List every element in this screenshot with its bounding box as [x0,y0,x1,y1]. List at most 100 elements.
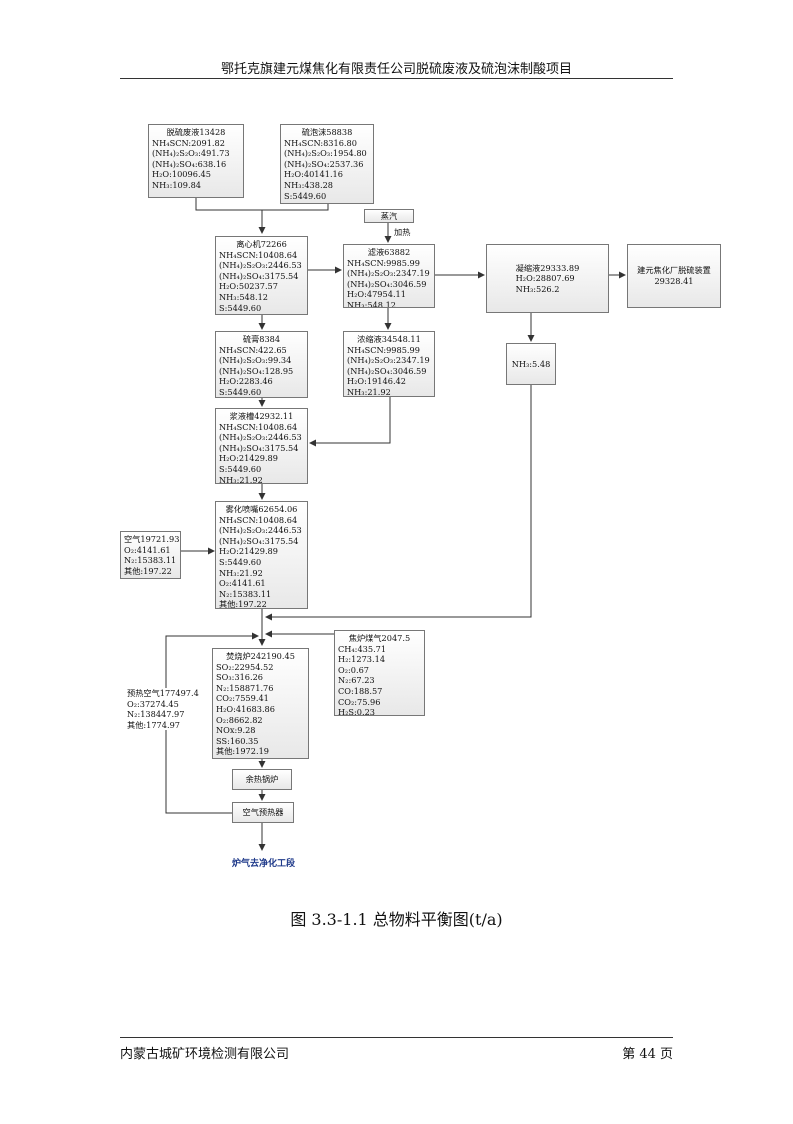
box-row: S:5449.60 [219,463,262,474]
box-row: H₂O:2283.46 [219,376,273,387]
footer-page-number: 第 44 页 [622,1047,673,1062]
box-title: 建元焦化厂脱硫装置 [637,265,711,276]
box-row: NH₄SCN:2091.82 [152,137,225,148]
box-row: NH₄SCN:10408.64 [219,249,298,260]
box-row: NH₄SCN:9985.99 [347,257,420,268]
preheated-air-label: 预热空气177497.4 O₂:37274.45 N₂:138447.97 其他… [127,688,199,731]
footer-rule [120,1037,673,1038]
box-row: 其他:197.22 [219,599,267,609]
box-row: O₂:0.67 [338,664,369,675]
box-row: (NH₄)₂S₂O₃:491.73 [152,148,230,159]
box-row: (NH₄)₂SO₄:638.16 [152,158,227,169]
waste-liquid-box: 脱硫废液13428 NH₄SCN:2091.82 (NH₄)₂S₂O₃:491.… [148,124,244,198]
box-row: (NH₄)₂S₂O₃:1954.80 [284,148,367,159]
box-row: S:5449.60 [284,190,327,201]
box-row: CO₂:75.96 [338,696,381,707]
box-row: O₂:4141.61 [219,578,266,589]
desulfurization-plant-box: 建元焦化厂脱硫装置 29328.41 [627,244,721,308]
box-row: H₂:1273.14 [338,654,386,665]
box-row: 其他:1972.19 [216,746,269,757]
box-title: 浆液槽42932.11 [229,411,294,421]
steam-box: 蒸汽 [364,209,414,223]
box-row: 其他:1774.97 [127,719,180,730]
box-row: N₂:138447.97 [127,709,185,720]
waste-heat-boiler-box: 余热锅炉 [232,769,292,790]
box-row: CO₂:7559.41 [216,693,269,704]
figure-caption: 图 3.3-1.1 总物料平衡图(t/a) [290,910,503,929]
box-row: H₂O:10096.45 [152,169,211,180]
box-title: 空气预热器 [242,807,284,818]
box-row: (NH₄)₂S₂O₃:99.34 [219,355,292,366]
box-row: (NH₄)₂SO₄:3175.54 [219,442,299,453]
arrow-nh3-return [265,385,532,621]
steam-label: 蒸汽 [380,210,398,221]
box-row: H₂O:47954.11 [347,289,406,300]
box-row: (NH₄)₂S₂O₃:2446.53 [219,432,302,443]
box-row: 其他:197.22 [124,565,172,576]
box-title: 凝缩液29333.89 [515,262,580,273]
air-preheater-box: 空气预热器 [232,802,294,823]
atomizer-nozzle-box: 雾化喷嘴62654.06 NH₄SCN:10408.64 (NH₄)₂S₂O₃:… [215,501,308,609]
coke-oven-gas-box: 焦炉煤气2047.5 CH₄:435.71 H₂:1273.14 O₂:0.67… [334,630,425,716]
box-title: 空气19721.93 [124,534,180,544]
slurry-tank-box: 浆液槽42932.11 NH₄SCN:10408.64 (NH₄)₂S₂O₃:2… [215,408,308,484]
box-row: NH₃:21.92 [219,567,263,578]
box-row: H₂O:28807.69 [515,273,575,284]
box-row: NH₃:526.2 [515,283,560,294]
box-row: SO₃:316.26 [216,672,264,683]
box-row: H₂O:19146.42 [347,376,406,387]
box-row: NH₄SCN:10408.64 [219,421,298,432]
box-row: (NH₄)₂SO₄:3175.54 [219,535,299,546]
box-row: H₂O:50237.57 [219,281,278,292]
box-row: (NH₄)₂S₂O₃:2446.53 [219,260,302,271]
box-title: 硫泡沫58838 [301,127,353,137]
box-row: H₂O:41683.86 [216,703,275,714]
box-row: NH₃:438.28 [284,179,333,190]
box-row: (NH₄)₂S₂O₃:2347.19 [347,355,430,366]
box-row: NH₃:21.92 [347,386,391,397]
box-row: SO₂:22954.52 [216,661,274,672]
box-title: 硫膏8384 [242,334,281,344]
concentrate-box: 浓缩液34548.11 NH₄SCN:9985.99 (NH₄)₂S₂O₃:23… [343,331,435,397]
box-row: NH₄SCN:10408.64 [219,514,298,525]
box-title: 浓缩液34548.11 [357,334,421,344]
box-row: CH₄:435.71 [338,643,387,654]
box-row: (NH₄)₂SO₄:3046.59 [347,365,427,376]
box-title: 滤液63882 [367,247,411,257]
header-rule [120,78,673,79]
sulfur-paste-box: 硫膏8384 NH₄SCN:422.65 (NH₄)₂S₂O₃:99.34 (N… [215,331,308,398]
condensate-box: 凝缩液29333.89 H₂O:28807.69 NH₃:526.2 [486,244,609,313]
box-row: H₂O:40141.16 [284,169,343,180]
box-row: NH₃:109.84 [152,179,201,190]
gas-to-purification-label: 炉气去净化工段 [232,859,296,869]
box-value: 29328.41 [654,276,694,286]
box-title: 离心机72266 [236,239,287,249]
box-title: 焦炉煤气2047.5 [348,633,411,643]
box-title: 预热空气177497.4 [127,688,199,698]
box-row: S:5449.60 [219,386,262,397]
box-row: CO:188.57 [338,685,383,696]
box-row: N₂:15383.11 [124,555,177,566]
box-row: H₂O:21429.89 [219,453,278,464]
air-box: 空气19721.93 O₂:4141.61 N₂:15383.11 其他:197… [120,531,181,579]
box-row: (NH₄)₂SO₄:3175.54 [219,270,299,281]
box-row: SS:160.35 [216,735,259,746]
footer-company: 内蒙古城矿环境检测有限公司 [120,1047,290,1062]
box-row: (NH₄)₂S₂O₃:2446.53 [219,525,302,536]
box-row: O₂:8662.82 [216,714,263,725]
box-row: NH₃:548.12 [347,299,396,308]
centrifuge-box: 离心机72266 NH₄SCN:10408.64 (NH₄)₂S₂O₃:2446… [215,236,308,315]
box-row: H₂O:21429.89 [219,546,278,557]
box-title: 脱硫废液13428 [166,127,226,137]
box-row: N₂:15383.11 [219,588,272,599]
box-row: O₂:4141.61 [124,544,171,555]
ammonia-box: NH₃:5.48 [506,343,556,385]
box-row: (NH₄)₂SO₄:128.95 [219,365,294,376]
filtrate-box: 滤液63882 NH₄SCN:9985.99 (NH₄)₂S₂O₃:2347.1… [343,244,435,308]
box-row: NH₄SCN:422.65 [219,344,287,355]
box-row: H₂S:0.23 [338,707,376,716]
box-row: S:5449.60 [219,302,262,313]
box-row: (NH₄)₂SO₄:3046.59 [347,278,427,289]
box-row: (NH₄)₂SO₄:2537.36 [284,158,364,169]
